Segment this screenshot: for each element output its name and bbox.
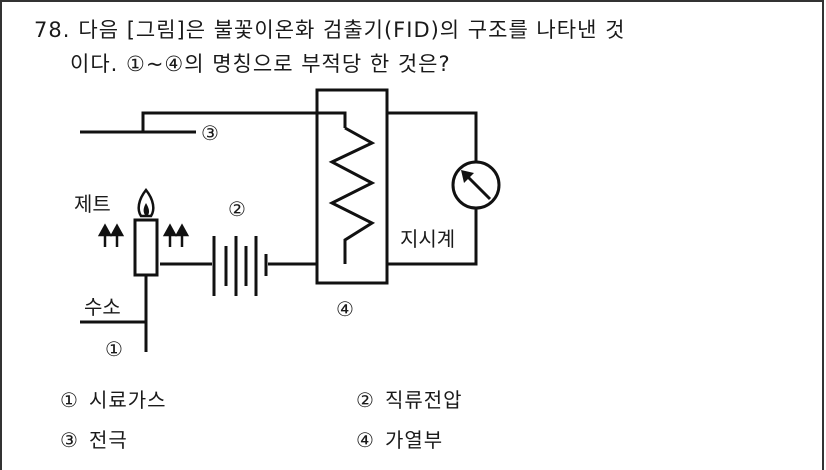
option-3-text: 전극: [88, 428, 128, 452]
flame-inner-icon: [143, 203, 150, 215]
hydrogen-label: 수소: [84, 295, 121, 319]
option-3[interactable]: ③ 전극: [60, 424, 128, 453]
heater-coil: [328, 126, 376, 264]
option-2[interactable]: ② 직류전압: [356, 384, 463, 413]
question-line-2: 이다. ①~④의 명칭으로 부적당 한 것은?: [70, 52, 451, 76]
option-4[interactable]: ④ 가열부: [356, 424, 443, 453]
option-1-marker: ①: [60, 388, 79, 412]
jet-label: 제트: [74, 192, 111, 216]
marker-1: ①: [105, 337, 123, 361]
option-1[interactable]: ① 시료가스: [60, 384, 167, 413]
marker-4: ④: [336, 297, 354, 321]
flow-arrows-icon: [97, 223, 190, 247]
option-2-marker: ②: [356, 388, 375, 412]
heater-box: [315, 88, 389, 285]
hydrogen-line: [80, 275, 148, 352]
fid-diagram: ③ ④ 지시계 ② 제트 수소 ①: [74, 88, 501, 361]
meter-label: 지시계: [400, 227, 455, 251]
option-2-text: 직류전압: [384, 388, 463, 412]
meter-circuit: [387, 111, 478, 266]
question-line-1: 78. 다음 [그림]은 불꽃이온화 검출기(FID)의 구조를 나타낸 것: [34, 14, 625, 44]
option-3-marker: ③: [60, 428, 79, 452]
meter-icon: [451, 160, 501, 210]
question-number: 78.: [34, 18, 71, 42]
option-1-text: 시료가스: [88, 388, 167, 412]
electrode-wire: [80, 111, 347, 134]
question-text-1: 다음 [그림]은 불꽃이온화 검출기(FID)의 구조를 나타낸 것: [78, 18, 626, 42]
marker-3: ③: [201, 121, 219, 145]
jet-nozzle: [133, 218, 159, 277]
option-4-marker: ④: [356, 428, 375, 452]
battery-icon: [160, 236, 317, 296]
marker-2: ②: [228, 197, 246, 221]
option-4-text: 가열부: [384, 428, 444, 452]
